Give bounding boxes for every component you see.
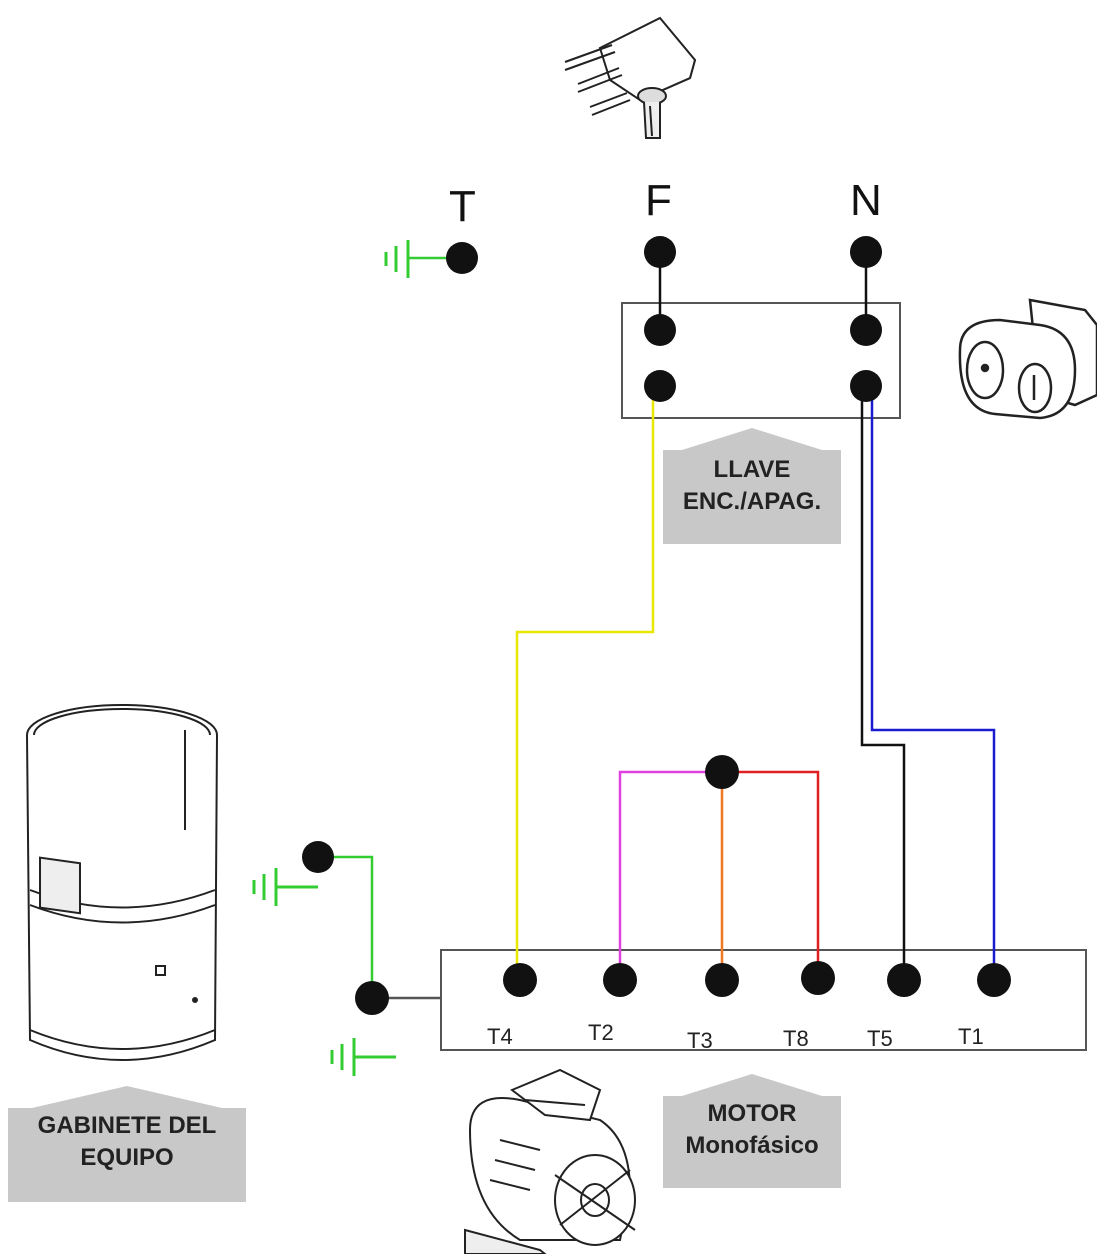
motor-terminal-dot-t1: [977, 963, 1011, 997]
ground-symbol-icon: [330, 1038, 396, 1076]
terminal-label-t4: T4: [487, 1024, 513, 1049]
terminal-dots: [302, 236, 1011, 1015]
terminal-label-t2: T2: [588, 1020, 614, 1045]
terminal-label-t3: T3: [687, 1028, 713, 1053]
ground-symbol-icon: [384, 240, 410, 278]
cabinet-callout: GABINETE DEL EQUIPO: [8, 1086, 246, 1202]
magenta-wire: [618, 770, 722, 978]
motor-terminal-dot-t8: [801, 961, 835, 995]
switch-callout-line1: LLAVE: [713, 456, 791, 483]
terminal-label-t1: T1: [958, 1024, 984, 1049]
terminal-label-t5: T5: [867, 1026, 893, 1051]
neutral-label: N: [850, 176, 882, 225]
chassis-junction-dot: [355, 981, 389, 1015]
motor-callout: MOTOR Monofásico: [663, 1074, 841, 1188]
motor-callout-line1: MOTOR: [707, 1100, 797, 1127]
motor-terminal-dot-t2: [603, 963, 637, 997]
black-wire: [860, 388, 906, 978]
switch-in-phase-dot: [644, 314, 676, 346]
cabinet-callout-line2: EQUIPO: [80, 1144, 174, 1172]
blue-wire: [870, 388, 996, 978]
switch-out-neutral-dot: [850, 370, 882, 402]
supply-ground-dot: [446, 242, 478, 274]
ground-label: T: [449, 182, 476, 231]
rocker-switch-icon: [958, 298, 1097, 420]
switch-callout: LLAVE ENC./APAG.: [663, 428, 841, 544]
cabinet-drum-icon: [26, 704, 218, 1061]
motor-terminal-dot-t3: [705, 963, 739, 997]
supply-phase-dot: [644, 236, 676, 268]
motor-terminal-dot-t4: [503, 963, 537, 997]
cabinet-ground-wire: [318, 855, 374, 1000]
red-wire: [722, 770, 820, 978]
bridge-junction-dot: [705, 755, 739, 789]
yellow-wire: [515, 388, 655, 978]
terminal-label-t8: T8: [783, 1026, 809, 1051]
switch-callout-line2: ENC./APAG.: [682, 488, 822, 516]
motor-terminal-box: [440, 949, 1087, 1051]
switch-out-phase-dot: [644, 370, 676, 402]
motor-terminal-dot-t5: [887, 963, 921, 997]
cabinet-ground-dot: [302, 841, 334, 873]
plug-icon: [564, 16, 697, 139]
phase-label: F: [645, 176, 672, 225]
switch-box: [621, 302, 901, 419]
motor-callout-line2: Monofásico: [685, 1132, 819, 1160]
switch-in-neutral-dot: [850, 314, 882, 346]
cabinet-callout-line1: GABINETE DEL: [37, 1112, 217, 1139]
supply-neutral-dot: [850, 236, 882, 268]
motor-icon: [464, 1068, 636, 1254]
ground-symbol-icon: [252, 868, 318, 906]
